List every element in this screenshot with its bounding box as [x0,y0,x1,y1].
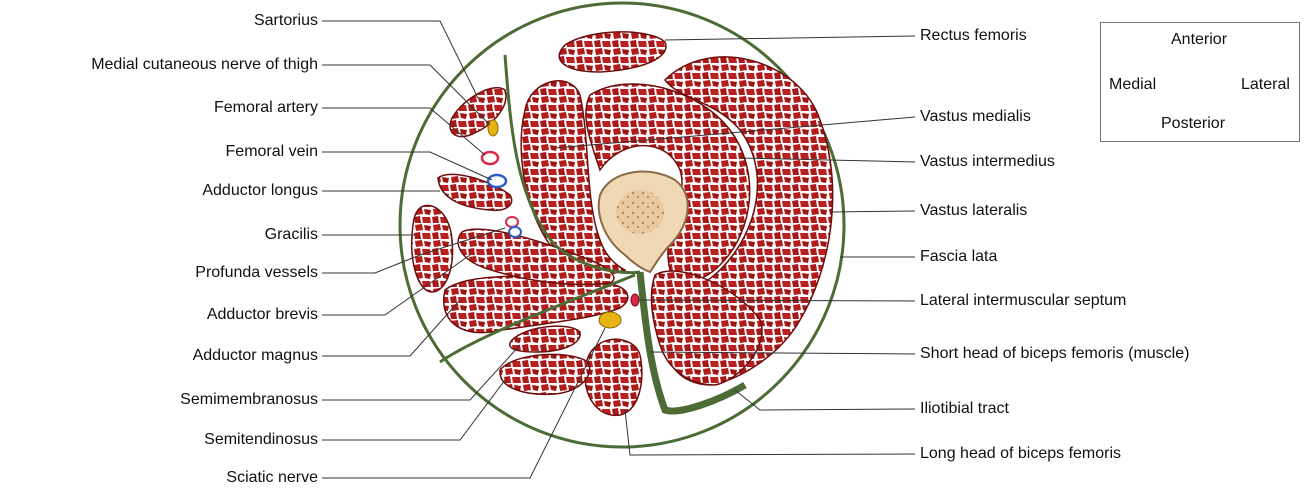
profunda-vein [509,227,521,237]
sciatic-nerve [599,312,621,328]
orientation-legend: Anterior Medial Lateral Posterior [1100,22,1300,142]
label-lateral-intermuscular-septum: Lateral intermuscular septum [920,292,1126,310]
legend-lateral: Lateral [1241,76,1290,94]
femoral-artery [482,152,498,164]
posterior-septum-vessel [631,294,639,306]
label-adductor-magnus: Adductor magnus [193,347,318,365]
label-vastus-intermedius: Vastus intermedius [920,153,1055,171]
label-gracilis: Gracilis [265,226,318,244]
femur-marrow [616,190,664,234]
label-profunda-vessels: Profunda vessels [195,264,318,282]
gracilis-muscle [412,205,453,292]
legend-anterior: Anterior [1171,31,1227,49]
label-semitendinosus: Semitendinosus [204,431,318,449]
label-femoral-artery: Femoral artery [214,99,318,117]
femoral-vein [488,175,506,187]
label-sartorius: Sartorius [254,12,318,30]
label-iliotibial-tract: Iliotibial tract [920,400,1009,418]
medial-cutaneous-nerve [488,120,498,136]
semitendinosus-muscle [500,354,590,394]
profunda-artery [506,217,518,227]
label-vastus-medialis: Vastus medialis [920,108,1031,126]
label-rectus-femoris: Rectus femoris [920,27,1027,45]
label-medial-cutaneous-nerve: Medial cutaneous nerve of thigh [91,56,318,74]
label-vastus-lateralis: Vastus lateralis [920,202,1027,220]
label-short-head-biceps: Short head of biceps femoris (muscle) [920,345,1189,363]
label-adductor-longus: Adductor longus [202,182,318,200]
label-femoral-vein: Femoral vein [226,143,318,161]
label-sciatic-nerve: Sciatic nerve [226,469,318,487]
label-adductor-brevis: Adductor brevis [207,306,318,324]
legend-posterior: Posterior [1161,115,1225,133]
legend-medial: Medial [1109,76,1156,94]
label-semimembranosus: Semimembranosus [180,391,318,409]
label-fascia-lata: Fascia lata [920,248,997,266]
label-long-head-biceps: Long head of biceps femoris [920,445,1121,463]
